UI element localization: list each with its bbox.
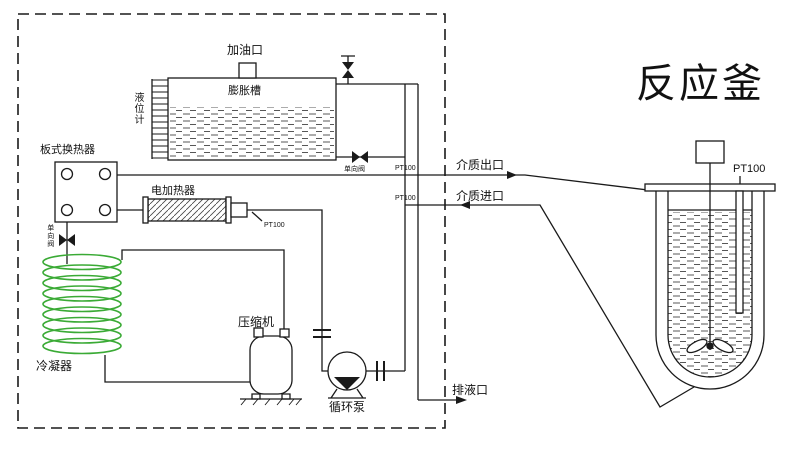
pump-suction-flange: [313, 329, 331, 338]
fill-port: [238, 62, 257, 79]
expansion-tank-label: 膨胀槽: [228, 85, 261, 97]
tank-liquid: [170, 107, 334, 159]
drain-port-label: 排液口: [452, 383, 489, 397]
fill-port-label: 加油口: [227, 43, 264, 57]
compressor: [240, 327, 302, 406]
condenser-coil: [42, 253, 122, 355]
agitator-impeller: [686, 338, 734, 354]
system-boundary-box: [17, 13, 446, 429]
inlet-arrow: [460, 201, 470, 209]
circulation-pump: [313, 329, 385, 399]
flow-arrows: [456, 171, 517, 404]
condenser-label: 冷凝器: [36, 359, 73, 373]
circulation-pump-label: 循环泵: [329, 400, 366, 414]
hx-check-valve-label: 单向阀: [46, 224, 54, 248]
reactor-sensor-label: PT100: [733, 163, 766, 175]
tank-check-valve: [352, 151, 368, 163]
thermowell: [735, 190, 744, 314]
piping: [66, 83, 741, 408]
agitator-motor: [695, 140, 725, 164]
compressor-label: 压缩机: [238, 315, 275, 329]
level-gauge-label: 液位计: [132, 92, 143, 125]
expansion-tank: [151, 62, 337, 161]
outlet-sensor-label: PT100: [395, 165, 416, 172]
electric-heater-label: 电加热器: [151, 185, 195, 197]
tank-check-valve-label: 单向阀: [344, 166, 365, 173]
heater-sensor-label: PT100: [264, 222, 285, 229]
reactor-title: 反应釜: [636, 61, 765, 106]
plate-heat-exchanger-label: 板式换热器: [40, 144, 95, 156]
fill-valve: [341, 55, 355, 84]
plate-heat-exchanger: [54, 161, 118, 223]
drain-arrow: [456, 396, 467, 404]
level-gauge: [151, 79, 168, 159]
reactor-vessel: [644, 140, 776, 390]
pump-discharge-flange: [376, 361, 385, 381]
medium-outlet-label: 介质出口: [456, 158, 505, 172]
electric-heater: [142, 196, 248, 224]
inlet-sensor-label: PT100: [395, 195, 416, 202]
outlet-arrow: [507, 171, 517, 179]
medium-inlet-label: 介质进口: [456, 189, 505, 203]
hx-check-valve: [59, 234, 75, 246]
